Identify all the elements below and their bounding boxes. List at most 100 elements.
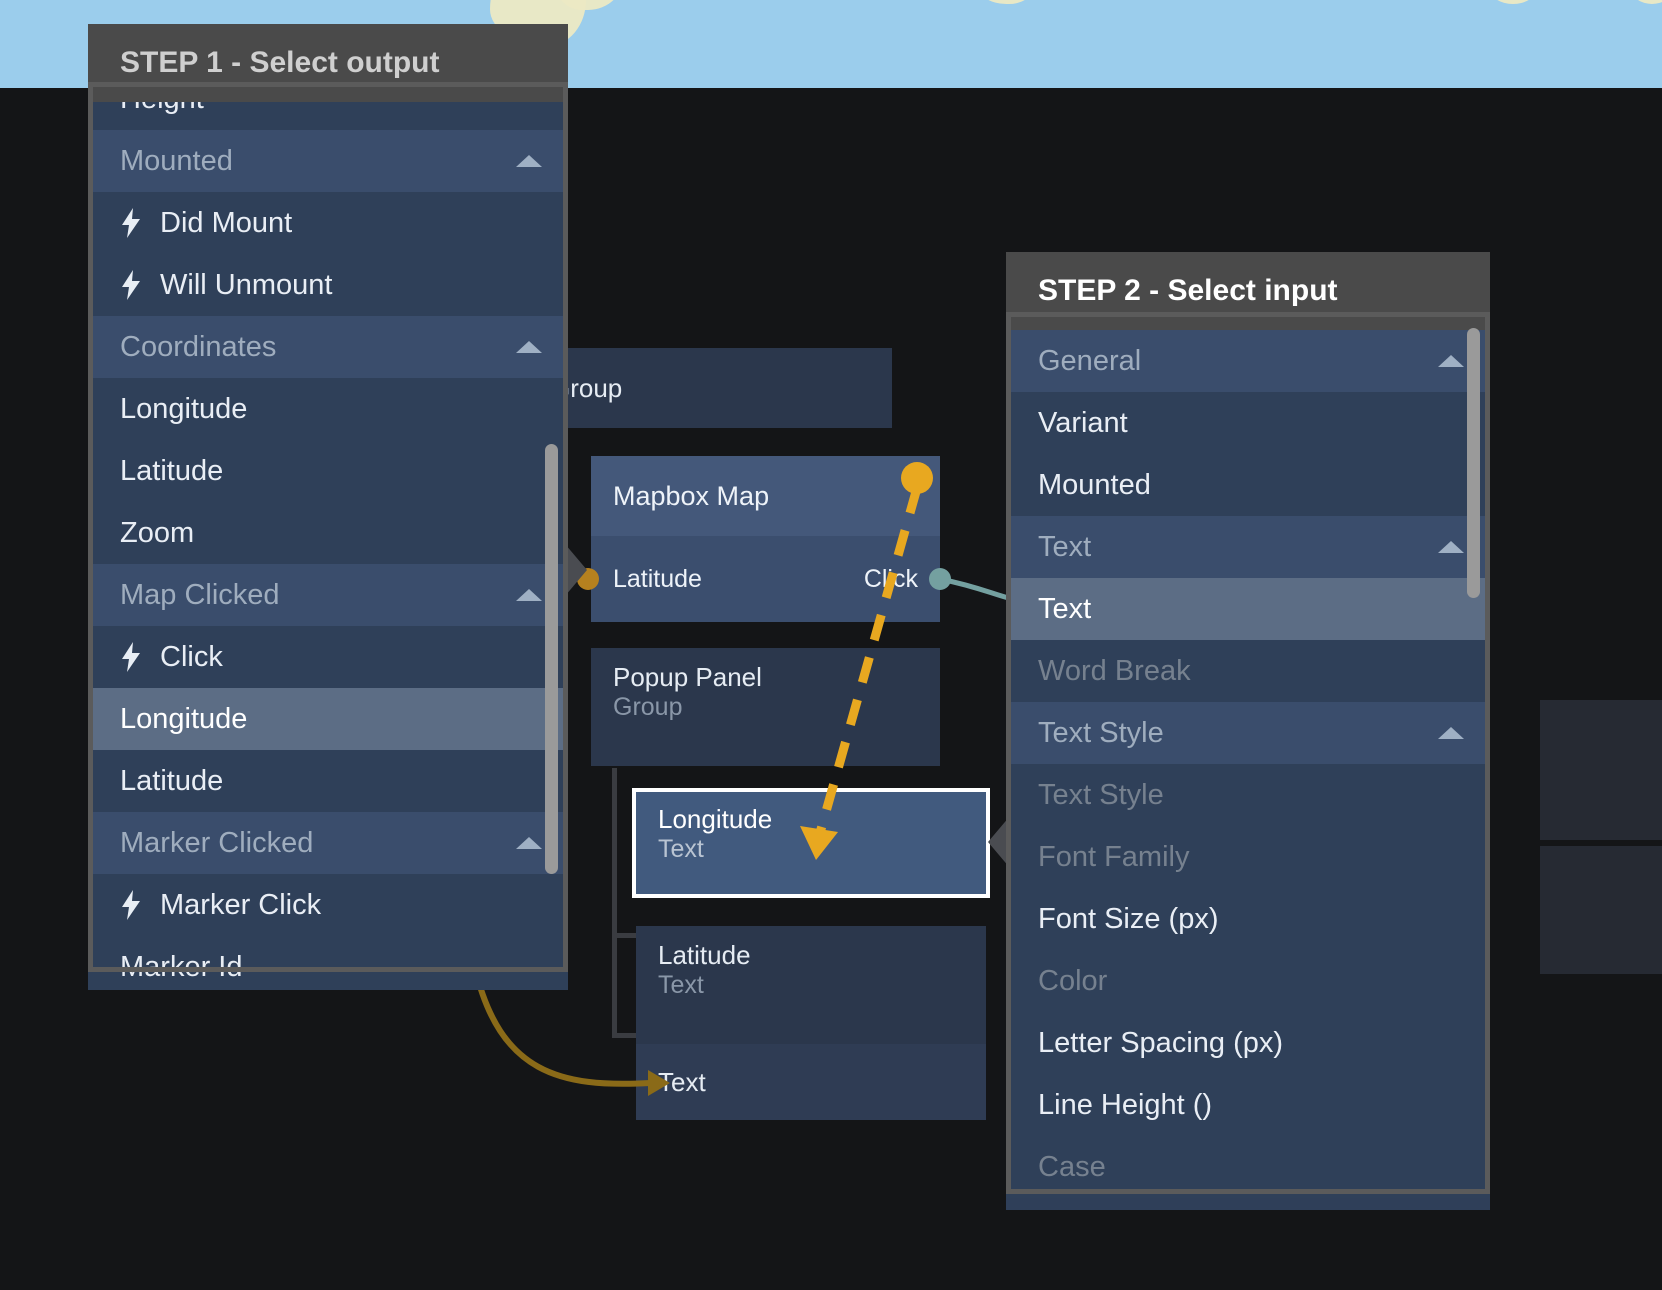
option-label: Text Style	[1038, 716, 1164, 749]
option-label: Letter Spacing (px)	[1038, 1026, 1284, 1059]
option-font-size-px[interactable]: Font Size (px)	[1006, 888, 1490, 950]
chevron-up-icon[interactable]	[1438, 727, 1464, 739]
option-label: Latitude	[120, 454, 224, 487]
map-landmass	[1490, 0, 1536, 4]
option-label: Mounted	[120, 144, 233, 177]
option-variant[interactable]: Variant	[1006, 392, 1490, 454]
chevron-up-icon[interactable]	[516, 341, 542, 353]
option-text[interactable]: Text	[1006, 578, 1490, 640]
option-label: Mounted	[1038, 468, 1151, 501]
option-label: Marker Clicked	[120, 826, 314, 859]
option-label: Word Break	[1038, 654, 1191, 687]
event-bolt-icon	[120, 270, 142, 300]
tree-rail	[612, 1033, 638, 1038]
option-mounted[interactable]: Mounted	[1006, 454, 1490, 516]
option-click[interactable]: Click	[88, 626, 568, 688]
option-label: Coordinates	[120, 330, 277, 363]
node-title: Mapbox Map	[613, 480, 770, 511]
option-label: Marker Click	[160, 888, 322, 921]
option-line-height[interactable]: Line Height ()	[1006, 1074, 1490, 1136]
map-landmass	[978, 0, 1032, 4]
chevron-up-icon[interactable]	[516, 589, 542, 601]
event-bolt-icon	[120, 642, 142, 672]
option-label: Font Family	[1038, 840, 1190, 873]
output-port-click[interactable]	[929, 568, 951, 590]
option-label: Text Style	[1038, 778, 1164, 811]
event-bolt-icon	[120, 208, 142, 238]
option-color: Color	[1006, 950, 1490, 1012]
option-label: Longitude	[120, 702, 248, 735]
option-marker-id[interactable]: Marker Id	[88, 936, 568, 990]
option-word-break: Word Break	[1006, 640, 1490, 702]
option-mounted[interactable]: Mounted	[88, 130, 568, 192]
option-text-style: Text Style	[1006, 764, 1490, 826]
option-marker-clicked[interactable]: Marker Clicked	[88, 812, 568, 874]
option-label: Case	[1038, 1150, 1106, 1183]
option-label: General	[1038, 344, 1142, 377]
node-group-top[interactable]: Group	[528, 348, 892, 428]
option-label: Zoom	[120, 516, 195, 549]
option-coordinates[interactable]: Coordinates	[88, 316, 568, 378]
option-map-clicked[interactable]: Map Clicked	[88, 564, 568, 626]
node-latitude[interactable]: Latitude Text	[636, 926, 986, 1044]
input-connector-marker-icon[interactable]	[988, 816, 1010, 868]
option-will-unmount[interactable]: Will Unmount	[88, 254, 568, 316]
option-label: Height	[120, 102, 204, 116]
chevron-up-icon[interactable]	[516, 837, 542, 849]
option-height[interactable]: Height	[88, 102, 568, 130]
node-mapbox-map-header[interactable]: Mapbox Map	[591, 456, 940, 536]
step2-scrollbar[interactable]	[1467, 328, 1480, 598]
step2-title: STEP 2 - Select input	[1006, 252, 1490, 330]
node-subtitle: Group	[613, 692, 683, 721]
option-did-mount[interactable]: Did Mount	[88, 192, 568, 254]
option-label: Map Clicked	[120, 578, 280, 611]
option-latitude[interactable]: Latitude	[88, 440, 568, 502]
option-letter-spacing-px[interactable]: Letter Spacing (px)	[1006, 1012, 1490, 1074]
map-landmass	[1632, 0, 1662, 4]
node-title: Longitude	[658, 804, 773, 834]
option-label: Latitude	[120, 764, 224, 797]
tree-rail	[612, 768, 617, 1038]
node-title: Popup Panel	[613, 662, 762, 692]
option-zoom[interactable]: Zoom	[88, 502, 568, 564]
option-label: Text	[1038, 592, 1092, 625]
node-title: Latitude	[658, 940, 751, 970]
option-case: Case	[1006, 1136, 1490, 1198]
option-font-family: Font Family	[1006, 826, 1490, 888]
option-text[interactable]: Text	[1006, 516, 1490, 578]
option-text-style[interactable]: Text Style	[1006, 702, 1490, 764]
chevron-up-icon[interactable]	[1438, 355, 1464, 367]
option-label: Marker Id	[120, 950, 243, 983]
node-title: Text	[658, 1066, 706, 1097]
tree-rail	[612, 933, 638, 938]
option-label: Text	[1038, 530, 1092, 563]
option-label: Line Height ()	[1038, 1088, 1213, 1121]
port-label-click: Click	[863, 564, 918, 593]
option-label: Color	[1038, 964, 1108, 997]
option-latitude[interactable]: Latitude	[88, 750, 568, 812]
collapse-marker-icon[interactable]	[565, 544, 587, 596]
background-node-panel	[1540, 846, 1662, 974]
node-popup-panel[interactable]: Popup Panel Group	[591, 648, 940, 766]
chevron-up-icon[interactable]	[516, 155, 542, 167]
option-marker-click[interactable]: Marker Click	[88, 874, 568, 936]
option-label: Longitude	[120, 392, 248, 425]
background-node-panel	[1540, 700, 1662, 840]
option-label: Click	[160, 640, 223, 673]
option-label: Variant	[1038, 406, 1128, 439]
node-text[interactable]: Text	[636, 1044, 986, 1120]
map-landmass	[556, 0, 626, 10]
step1-scrollbar[interactable]	[545, 444, 558, 874]
option-longitude[interactable]: Longitude	[88, 688, 568, 750]
option-label: Will Unmount	[160, 268, 333, 301]
chevron-up-icon[interactable]	[1438, 541, 1464, 553]
option-longitude[interactable]: Longitude	[88, 378, 568, 440]
node-longitude-selected[interactable]: Longitude Text	[632, 788, 990, 898]
node-mapbox-map-ports[interactable]: Latitude Click	[591, 536, 940, 622]
option-general[interactable]: General	[1006, 330, 1490, 392]
step1-panel[interactable]: STEP 1 - Select output HeightMountedDid …	[88, 24, 568, 990]
